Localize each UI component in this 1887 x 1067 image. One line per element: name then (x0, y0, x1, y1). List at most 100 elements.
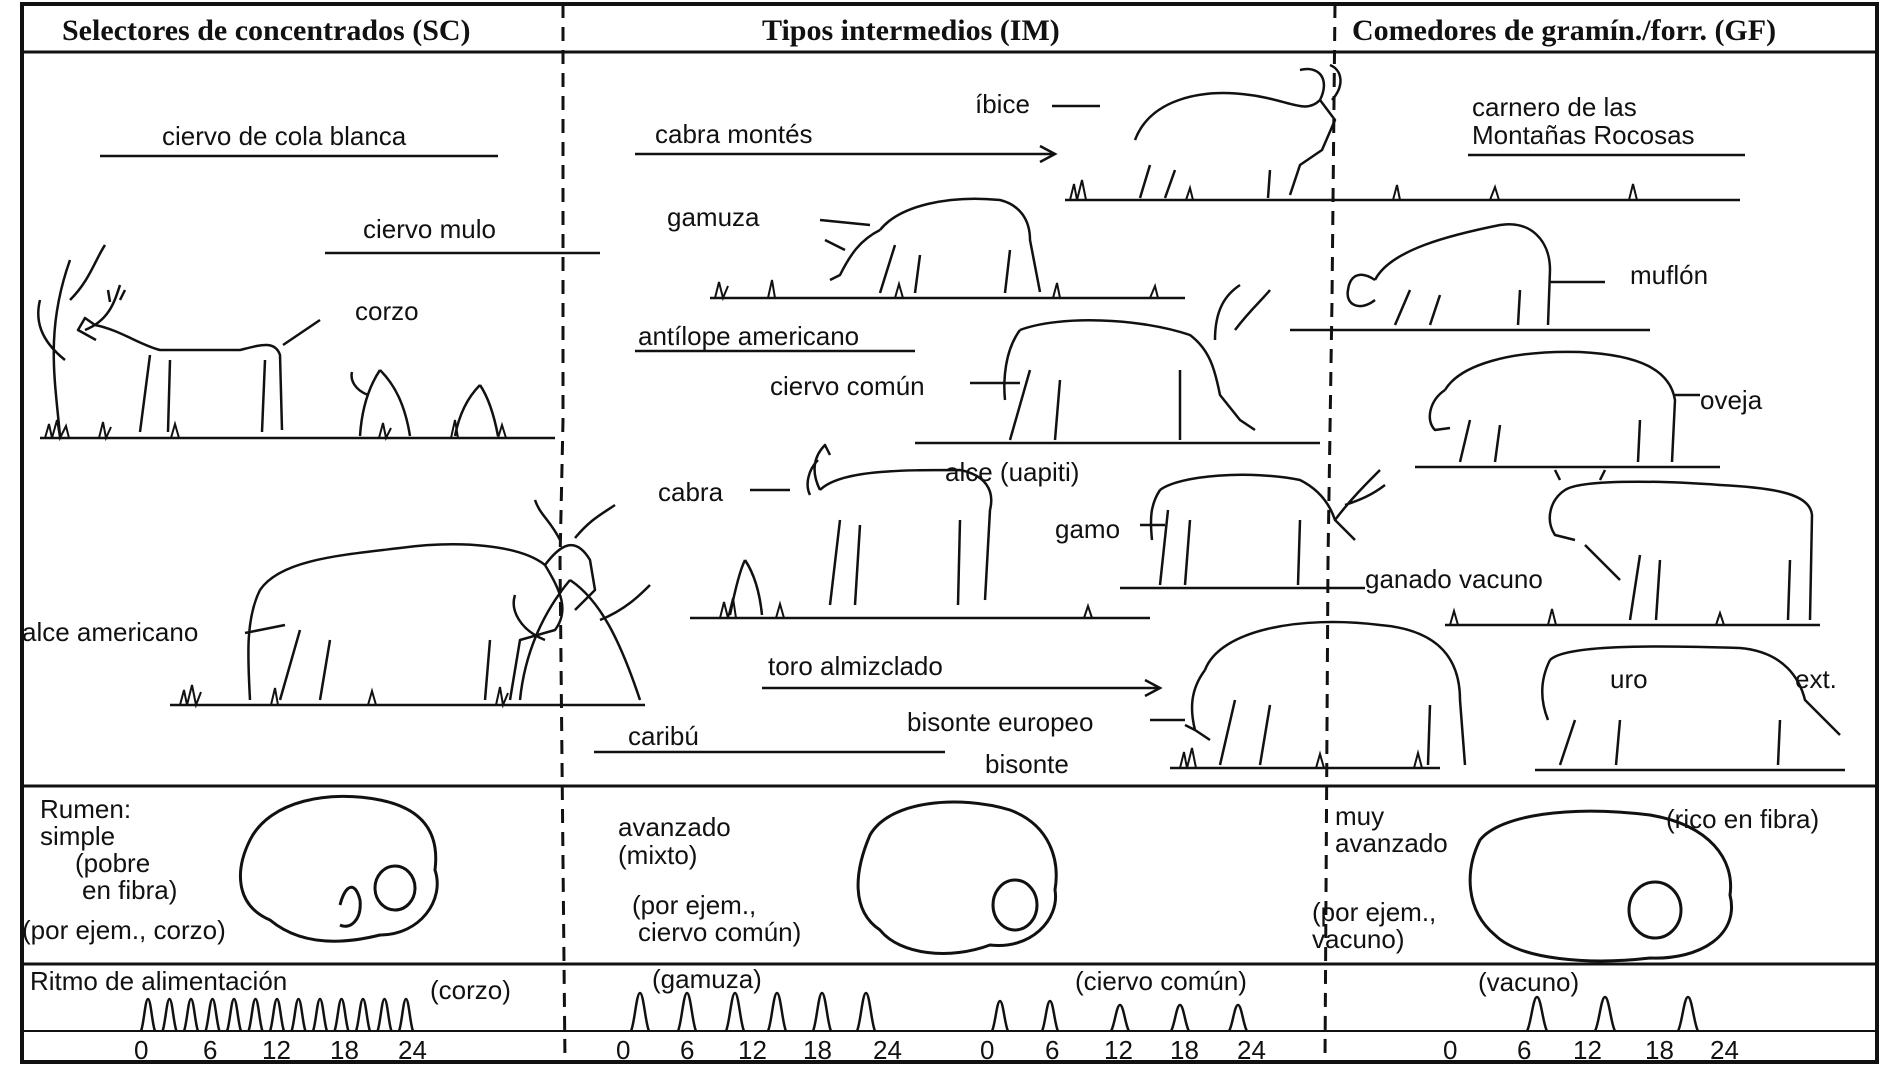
rhythm-peak-im-b (992, 1001, 1008, 1031)
rhythm-peak-sc (227, 999, 241, 1031)
corzo-pointer (283, 320, 320, 345)
label-carnero-line1: carnero de las (1472, 93, 1637, 122)
rhythm-peak-im-b (1229, 1005, 1247, 1031)
rhythm-im-example-a: (gamuza) (652, 965, 762, 994)
rhythm-peak-sc (270, 999, 284, 1031)
rhythm-sc-example: (corzo) (430, 976, 511, 1005)
tick-sc-0: 0 (134, 1035, 148, 1066)
rhythm-peak-im-a (857, 993, 875, 1031)
animal-drawings (78, 65, 1840, 765)
label-gamo: gamo (1055, 515, 1120, 544)
vacuno-pointer (1585, 545, 1620, 580)
label-ciervo-mulo: ciervo mulo (363, 215, 496, 244)
rhythm-peak-im-a (726, 993, 744, 1031)
label-uro: uro (1610, 665, 1648, 694)
rumen-im-example1: (por ejem., (632, 891, 756, 920)
rumen-sc-line3: (pobre (75, 849, 150, 878)
moose-drawing (248, 500, 615, 700)
label-alce-uapiti: alce (uapiti) (945, 458, 1079, 487)
label-antilope-americano: antílope americano (638, 322, 859, 351)
rumen-sc-line4: en fibra) (82, 876, 177, 905)
rumen-gf-example2: vacuno) (1312, 925, 1405, 954)
tick-gf-12: 12 (1573, 1035, 1602, 1066)
header-selectors: Selectores de concentrados (SC) (62, 14, 471, 48)
tick-ima-12: 12 (738, 1035, 767, 1066)
bisonte-drawing (1185, 622, 1465, 765)
gamo-drawing (1151, 470, 1385, 585)
label-carnero-line2: Montañas Rocosas (1472, 121, 1695, 150)
rhythm-peak-sc (184, 999, 198, 1031)
rumen-gf-line1: muy (1335, 802, 1384, 831)
rhythm-peak-im-b (1171, 1005, 1189, 1031)
label-ext: ext. (1795, 665, 1837, 694)
tick-ima-6: 6 (680, 1035, 694, 1066)
rhythm-im-example-b: (ciervo común) (1075, 967, 1247, 996)
label-oveja: oveja (1700, 386, 1762, 415)
tick-ima-24: 24 (873, 1035, 902, 1066)
outer-border (22, 4, 1877, 1062)
rhythm-peak-gf (1527, 997, 1547, 1031)
label-bisonte: bisonte (985, 750, 1069, 779)
tick-sc-18: 18 (330, 1035, 359, 1066)
rhythm-peak-im-a (631, 993, 649, 1031)
header-grazers: Comedores de gramín./forr. (GF) (1352, 14, 1776, 48)
gamuza-pointer (820, 220, 870, 225)
vacuno-drawing (1550, 470, 1812, 620)
label-cabra-montes: cabra montés (655, 120, 813, 149)
rumen-gf-example1: (por ejem., (1312, 898, 1436, 927)
rhythm-peak-sc (378, 999, 392, 1031)
ciervo-comun-drawing (1004, 285, 1270, 440)
rhythm-peak-sc (206, 999, 220, 1031)
oveja-drawing (1430, 352, 1675, 462)
rhythm-peak-im-a (768, 993, 786, 1031)
rumen-gf-fibre: (rico en fibra) (1666, 805, 1819, 834)
rumen-sc-line1: Rumen: (40, 795, 131, 824)
label-alce-americano: alce americano (22, 618, 198, 647)
muflon-drawing (1348, 224, 1550, 325)
rumen-im-line1: avanzado (618, 813, 731, 842)
tick-gf-6: 6 (1517, 1035, 1531, 1066)
label-ciervo-cola-blanca: ciervo de cola blanca (162, 122, 406, 151)
rumen-sc-omasum (340, 887, 360, 926)
tick-imb-6: 6 (1045, 1035, 1059, 1066)
label-muflon: muflón (1630, 261, 1708, 290)
tick-imb-0: 0 (980, 1035, 994, 1066)
tick-ima-18: 18 (803, 1035, 832, 1066)
rumen-im (858, 802, 1056, 953)
rumen-im-reticulum (993, 880, 1037, 930)
label-toro-almizclado: toro almizclado (768, 652, 943, 681)
tick-gf-24: 24 (1710, 1035, 1739, 1066)
divider-sc-im (560, 4, 565, 1062)
tick-imb-24: 24 (1237, 1035, 1266, 1066)
rhythm-peak-im-a (678, 993, 696, 1031)
rhythm-peak-sc (249, 999, 263, 1031)
rhythm-peak-sc (163, 999, 177, 1031)
tick-gf-18: 18 (1645, 1035, 1674, 1066)
rumen-im-example2: ciervo común) (638, 918, 801, 947)
rumen-gf-line2: avanzado (1335, 829, 1448, 858)
label-cabra: cabra (658, 478, 723, 507)
tick-imb-18: 18 (1170, 1035, 1199, 1066)
rhythm-peak-im-b (1111, 1005, 1129, 1031)
rhythm-peak-gf (1595, 997, 1615, 1031)
label-bisonte-europeo: bisonte europeo (907, 708, 1093, 737)
rhythm-title: Ritmo de alimentación (30, 967, 287, 996)
tick-sc-12: 12 (262, 1035, 291, 1066)
ground-lines (40, 200, 1845, 770)
label-ganado-vacuno: ganado vacuno (1365, 565, 1543, 594)
tick-imb-12: 12 (1104, 1035, 1133, 1066)
rhythm-peak-sc (141, 999, 155, 1031)
rumen-sc-example: (por ejem., corzo) (22, 916, 226, 945)
rhythm-peak-sc (292, 999, 306, 1031)
label-caribu: caribú (628, 722, 699, 751)
label-ibice: íbice (975, 90, 1030, 119)
rumen-im-line2: (mixto) (618, 841, 697, 870)
label-corzo: corzo (355, 297, 419, 326)
rumen-sc-reticulum (375, 866, 415, 910)
rhythm-peak-gf (1678, 997, 1698, 1031)
rhythm-peak-im-a (813, 993, 831, 1031)
rumen-gf-reticulum (1629, 882, 1681, 938)
rhythm-peak-sc (313, 999, 327, 1031)
